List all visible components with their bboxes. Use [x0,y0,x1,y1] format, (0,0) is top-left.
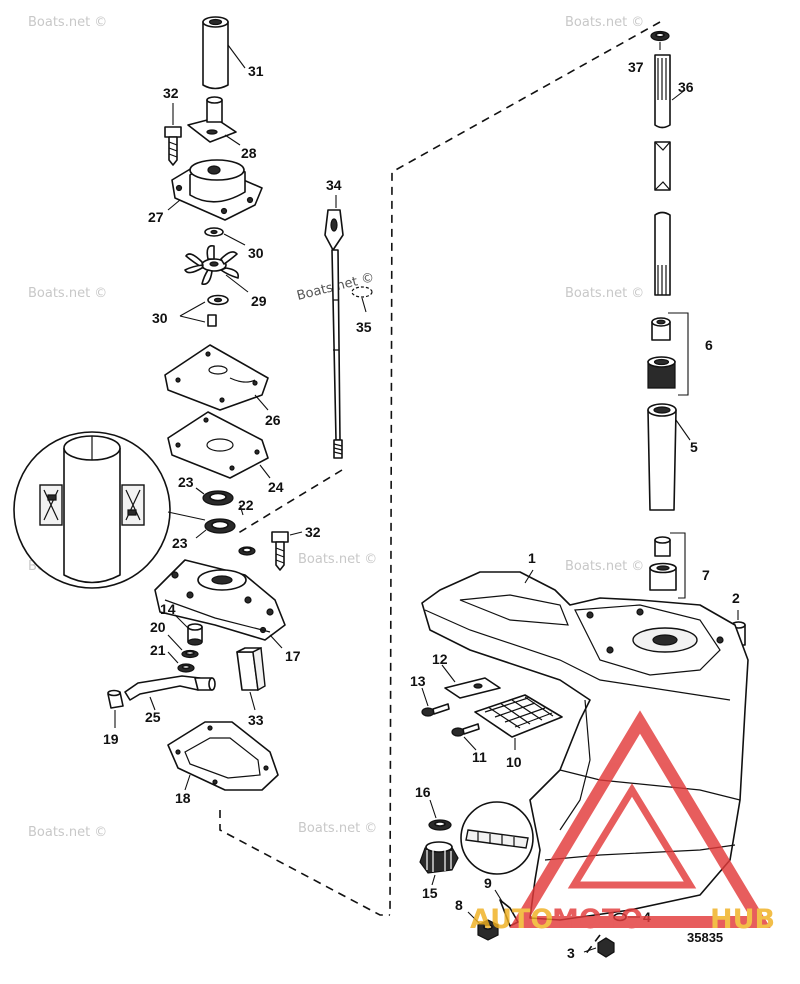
callout-34: 34 [326,177,342,193]
callout-37: 37 [628,59,644,75]
logo-word-moto: MOTO [552,904,643,935]
callout-33: 33 [248,712,264,728]
part-23-seals [195,487,244,539]
part-14-grommet [174,614,203,646]
callout-14: 14 [160,601,176,617]
callout-3: 3 [567,945,575,961]
part-17-pump-base [154,559,286,649]
callout-12: 12 [432,651,448,667]
part-20-seal [167,634,199,659]
callout-13: 13 [410,673,426,689]
part-31-tube [202,16,246,90]
callout-35: 35 [356,319,372,335]
part-30-washer-top [204,227,246,246]
callout-23-top: 23 [178,474,194,490]
part-35-clip [351,286,373,313]
dashed-assembly-line [389,21,661,916]
part-36-driveshaft [654,54,686,296]
part-26-plate [164,344,269,411]
part-27-pump-housing [167,159,263,221]
watermark: Boats.net © [28,825,107,840]
key-detail-view [460,801,534,875]
part-24-gasket [167,411,271,479]
part-13-screw [421,687,450,717]
part-32-bolt-top [164,103,182,166]
part-16-washer [428,799,452,831]
seal-detail-view [13,431,206,589]
part-37-washer [650,30,670,50]
callout-6: 6 [705,337,713,353]
part-8-nut [467,911,499,941]
callout-24: 24 [268,479,284,495]
watermark: Boats.net © [298,552,377,567]
callout-30-bottom: 30 [152,310,168,326]
assembly-lines [219,21,661,956]
callout-21: 21 [150,642,166,658]
callout-32-top: 32 [163,85,179,101]
callout-30-top: 30 [248,245,264,261]
callout-23-bottom: 23 [172,535,188,551]
watermark: Boats.net © [28,15,107,30]
callout-22: 22 [238,497,254,513]
callout-8: 8 [455,897,463,913]
callout-29: 29 [251,293,267,309]
diagram-reference-number: 35835 [687,930,723,945]
part-19-sleeve [107,689,124,728]
part-29-impeller [184,244,249,293]
logo-word-hub: HUB [710,904,775,935]
callout-32-right: 32 [305,524,321,540]
callout-27: 27 [148,209,164,225]
callout-31: 31 [248,63,264,79]
part-11-screw [451,723,480,751]
part-33-block [236,646,266,711]
part-22-oring [238,546,256,556]
logo-triangle-outer [509,710,771,928]
part-30-washer-key [179,294,229,327]
part-5-tube [647,403,691,511]
part-18-gasket [167,721,279,791]
callout-25: 25 [145,709,161,725]
watermark: Boats.net © [28,286,107,301]
part-10-grille [474,694,563,750]
dashed-assembly-line [584,934,601,956]
callout-11: 11 [472,749,487,765]
callout-26: 26 [265,412,281,428]
part-25-tube [124,675,216,711]
callout-15: 15 [422,885,438,901]
callout-19: 19 [103,731,119,747]
watermark: Boats.net © [298,821,377,836]
logo-word-auto: AUTO [470,904,553,935]
callout-36: 36 [678,79,694,95]
callout-28: 28 [241,145,257,161]
callout-18: 18 [175,790,191,806]
logo-triangle-inner [567,783,697,889]
callout-9: 9 [484,875,492,891]
watermark: Boats.net © [565,286,644,301]
callout-5: 5 [690,439,698,455]
part-21-seal [167,651,195,673]
callout-16: 16 [415,784,431,800]
part-32-bolt-right [271,531,303,571]
part-6-bushings [647,312,689,396]
callout-1: 1 [528,550,536,566]
callout-2: 2 [732,590,740,606]
part-3-screw [583,937,615,958]
watermark: Boats.net © [565,559,644,574]
part-12-plate [441,664,501,699]
part-34-shift-rod [324,195,344,459]
callout-20: 20 [150,619,166,635]
callout-7: 7 [702,567,710,583]
dashed-assembly-line [234,469,343,536]
part-15-gear [419,841,459,886]
automotohub-logo: AUTO MOTO HUB [470,710,775,935]
callout-10: 10 [506,754,522,770]
callout-17: 17 [285,648,301,664]
watermark: Boats.net © [565,15,644,30]
part-7-bushings [649,532,686,599]
part-28-insert [187,96,241,146]
